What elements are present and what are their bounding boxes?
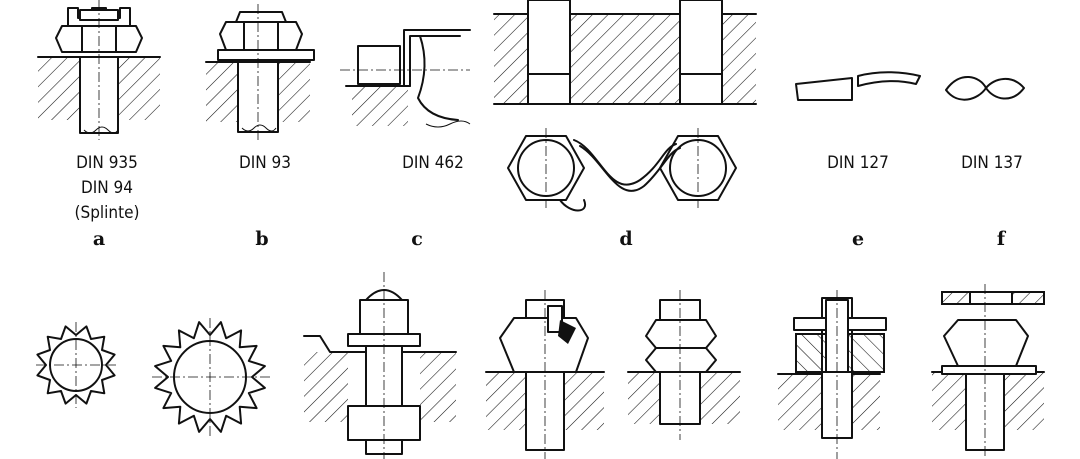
figure-a-castle-nut <box>37 0 161 140</box>
figure-b-tab-washer <box>205 4 315 140</box>
letter-b: b <box>255 228 268 250</box>
label-din-137: DIN 137 <box>961 153 1023 173</box>
figure-c-locking-plate <box>340 29 471 128</box>
bolt-left <box>527 0 571 105</box>
locking-wire <box>573 139 677 186</box>
letter-e: e <box>852 228 864 250</box>
letter-a: a <box>93 228 105 250</box>
figure-self-locking-nut <box>485 290 605 459</box>
plate-section-left <box>38 57 80 120</box>
label-din-462: DIN 462 <box>402 153 464 173</box>
figure-serrated-washer-nut <box>931 284 1045 459</box>
letter-f: f <box>997 228 1007 250</box>
spring-washer-right <box>857 71 921 87</box>
figure-d-wire-locking <box>493 0 757 212</box>
letter-d: d <box>619 228 632 250</box>
label-din-94: DIN 94 <box>81 178 133 198</box>
tab-washer <box>217 49 315 61</box>
figure-lock-washer-large <box>152 318 270 436</box>
figure-counter-nut <box>627 290 741 440</box>
figure-e-spring-washer <box>795 71 921 101</box>
label-din-935: DIN 935 <box>76 153 138 173</box>
curved-washer <box>945 76 1025 101</box>
figure-slotted-nut <box>777 290 887 459</box>
figure-f-curved-washer <box>945 76 1025 101</box>
hex-nut <box>219 21 303 51</box>
label-din-93: DIN 93 <box>239 153 291 173</box>
plate-section-right <box>118 57 160 120</box>
label-din-127: DIN 127 <box>827 153 889 173</box>
bolt-right <box>679 0 723 105</box>
label-splinte: (Splinte) <box>75 203 140 223</box>
spring-washer-left <box>795 77 853 101</box>
letter-c: c <box>411 228 423 250</box>
figure-double-nut-assembly <box>303 272 457 459</box>
figure-lock-washer-small <box>36 322 116 408</box>
